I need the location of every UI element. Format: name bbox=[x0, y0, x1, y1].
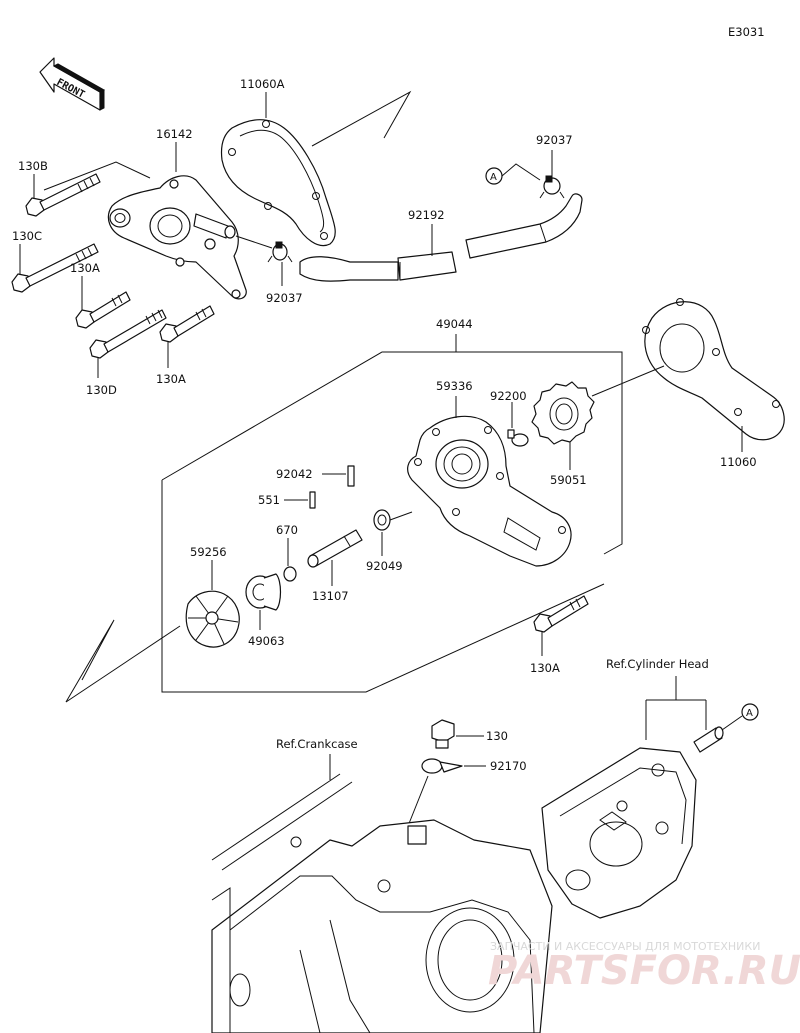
label-130: 130 bbox=[486, 729, 508, 743]
label-130b: 130B bbox=[18, 159, 48, 173]
label-130a-1: 130A bbox=[70, 261, 100, 275]
label-92170: 92170 bbox=[490, 759, 527, 773]
label-92042: 92042 bbox=[276, 467, 313, 481]
clamp-92037-lower bbox=[267, 241, 293, 263]
washer-92170 bbox=[421, 758, 463, 774]
seal-49063 bbox=[245, 573, 282, 611]
pin-92200 bbox=[507, 429, 529, 447]
pin-92042 bbox=[347, 465, 355, 487]
label-130c: 130C bbox=[12, 229, 42, 243]
crankcase-ref bbox=[211, 773, 553, 1033]
label-11060a: 11060A bbox=[240, 77, 285, 91]
gear-59051 bbox=[531, 381, 595, 445]
label-49063: 49063 bbox=[248, 634, 285, 648]
label-130d: 130D bbox=[86, 383, 117, 397]
clamp-92037-upper bbox=[539, 175, 565, 199]
o-ring-670 bbox=[283, 566, 297, 582]
label-13107: 13107 bbox=[312, 589, 349, 603]
label-551: 551 bbox=[258, 493, 280, 507]
label-49044: 49044 bbox=[436, 317, 473, 331]
diagram-code: E3031 bbox=[728, 25, 765, 39]
label-130a-2: 130A bbox=[156, 372, 186, 386]
label-92200: 92200 bbox=[490, 389, 527, 403]
front-arrow-icon: FRONT bbox=[39, 57, 106, 111]
label-130a-3: 130A bbox=[530, 661, 560, 675]
seal-92049 bbox=[373, 509, 391, 531]
gasket-11060a bbox=[220, 119, 336, 247]
label-92049: 92049 bbox=[366, 559, 403, 573]
label-92192: 92192 bbox=[408, 208, 445, 222]
ref-cylinder-head: Ref.Cylinder Head bbox=[606, 657, 709, 671]
hose-92192 bbox=[299, 193, 583, 282]
label-59256: 59256 bbox=[190, 545, 227, 559]
svg-text:A: A bbox=[746, 708, 753, 719]
bolt-130c bbox=[11, 243, 99, 293]
bolt-130d bbox=[89, 309, 167, 359]
label-59051: 59051 bbox=[550, 473, 587, 487]
bolt-130a-upper bbox=[75, 291, 131, 329]
impeller-59256 bbox=[185, 590, 240, 648]
bolt-130a-right bbox=[533, 595, 589, 633]
svg-text:A: A bbox=[490, 172, 497, 183]
bolt-130 bbox=[431, 719, 455, 749]
bolt-130a-lower bbox=[159, 305, 215, 343]
watermark-line1: ЗАПЧАСТИ И АКСЕССУАРЫ ДЛЯ МОТОТЕХНИКИ bbox=[490, 940, 760, 953]
fitting-cylinder-head bbox=[693, 726, 724, 753]
ref-crankcase: Ref.Crankcase bbox=[276, 737, 358, 751]
pump-body-59336 bbox=[407, 415, 572, 567]
label-11060: 11060 bbox=[720, 455, 757, 469]
callout-a-upper: A bbox=[485, 167, 503, 185]
pump-cover-16142 bbox=[107, 175, 247, 300]
bolt-130b bbox=[25, 173, 101, 217]
label-92037-1: 92037 bbox=[266, 291, 303, 305]
watermark-line2: PARTSFOR.RU bbox=[488, 948, 800, 994]
callout-a-lower: A bbox=[741, 703, 759, 721]
shaft-13107 bbox=[307, 529, 363, 568]
label-16142: 16142 bbox=[156, 127, 193, 141]
cylinder-head-ref bbox=[541, 747, 697, 919]
label-670: 670 bbox=[276, 523, 298, 537]
gasket-11060 bbox=[642, 298, 785, 441]
label-59336: 59336 bbox=[436, 379, 473, 393]
label-92037-2: 92037 bbox=[536, 133, 573, 147]
pin-551 bbox=[309, 491, 316, 509]
group-box-49044 bbox=[161, 351, 623, 555]
